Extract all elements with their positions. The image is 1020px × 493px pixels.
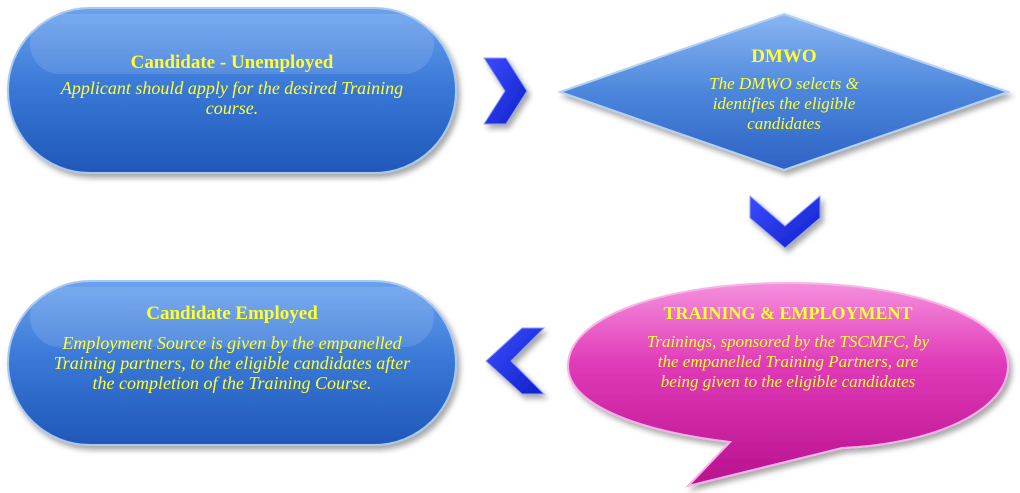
training-employment-bubble [566,281,1010,488]
training-employment-description: Trainings, sponsored by the TSCMFC, by t… [646,332,930,391]
candidate-unemployed-description: Applicant should apply for the desired T… [60,78,404,118]
candidate-employed-text: Candidate Employed Employment Source is … [40,303,424,393]
training-employment-title: TRAINING & EMPLOYMENT [663,303,913,323]
candidate-unemployed-text: Candidate - Unemployed Applicant should … [40,52,424,118]
down-chevron-icon [749,194,821,249]
training-employment-text: TRAINING & EMPLOYMENT Trainings, sponsor… [628,302,948,392]
left-chevron-icon [485,327,546,395]
candidate-employed-description: Employment Source is given by the empane… [53,333,411,393]
candidate-unemployed-title: Candidate - Unemployed [130,52,334,73]
dmwo-text: DMWO The DMWO selects & identifies the e… [676,46,892,134]
dmwo-description: The DMWO selects & identifies the eligib… [709,74,859,133]
candidate-unemployed-box [7,7,457,174]
right-chevron-icon [483,57,528,125]
dmwo-diamond [556,12,1012,172]
candidate-employed-box [7,280,457,446]
dmwo-title: DMWO [751,46,817,67]
candidate-employed-title: Candidate Employed [146,303,318,324]
